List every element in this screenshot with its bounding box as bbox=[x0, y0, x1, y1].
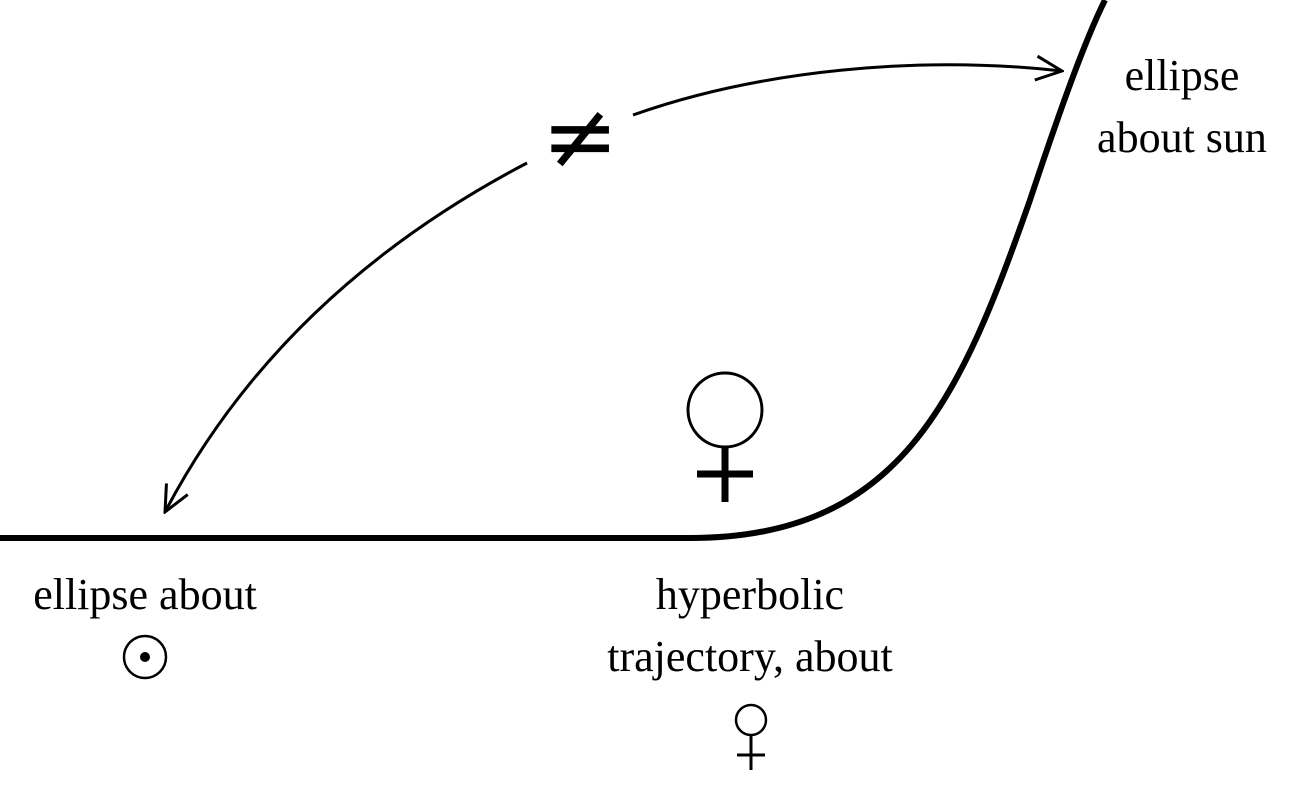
not-equal-symbol: ≠ bbox=[541, 83, 618, 190]
sun-symbol-icon bbox=[122, 634, 168, 680]
arrow-left-segment bbox=[165, 161, 528, 512]
label-line: hyperbolic bbox=[655, 570, 845, 619]
trajectory-curve bbox=[0, 0, 1108, 541]
label-line: trajectory, about bbox=[607, 632, 893, 681]
label-hyperbolic-trajectory: hyperbolic trajectory, about bbox=[560, 564, 940, 688]
label-ellipse-about-earth: ellipse about bbox=[0, 564, 290, 626]
label-line: ellipse bbox=[1124, 51, 1240, 100]
arrow-right-segment bbox=[632, 65, 1062, 117]
label-line: ellipse about bbox=[33, 570, 257, 619]
label-ellipse-about-sun: ellipse about sun bbox=[1072, 45, 1292, 169]
venus-symbol-icon bbox=[686, 371, 764, 502]
small-venus-symbol-icon bbox=[734, 703, 768, 770]
label-line: about sun bbox=[1097, 113, 1267, 162]
